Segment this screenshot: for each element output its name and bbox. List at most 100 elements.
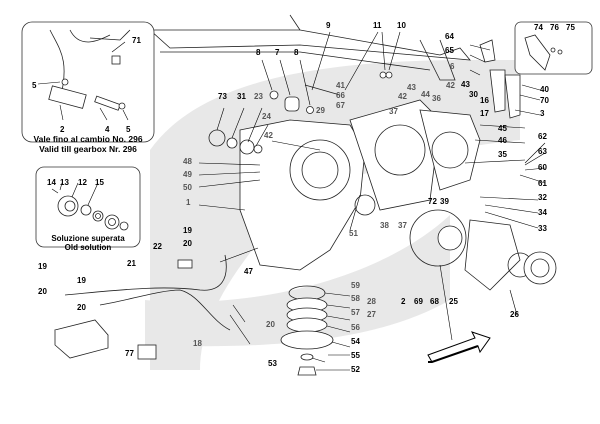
old-solution-caption-it: Soluzione superata xyxy=(51,234,125,243)
callout-10: 10 xyxy=(397,21,406,30)
callout-45: 45 xyxy=(498,124,507,133)
callout-20: 20 xyxy=(183,239,192,248)
callout-13: 13 xyxy=(60,178,69,187)
callout-16: 16 xyxy=(480,96,489,105)
callout-64: 64 xyxy=(445,32,454,41)
callout-18: 18 xyxy=(193,339,202,348)
callout-47: 47 xyxy=(244,267,253,276)
callout-42: 42 xyxy=(264,131,273,140)
front-seals xyxy=(208,129,263,155)
callout-2: 2 xyxy=(60,125,65,134)
callout-56: 56 xyxy=(351,323,360,332)
callout-54: 54 xyxy=(351,337,360,346)
callout-44: 44 xyxy=(421,90,430,99)
callout-9: 9 xyxy=(326,21,331,30)
callout-55: 55 xyxy=(351,351,360,360)
callout-11: 11 xyxy=(373,21,382,30)
callout-49: 49 xyxy=(183,170,192,179)
callout-24: 24 xyxy=(262,112,271,121)
arrow-icon xyxy=(427,331,491,363)
callout-52: 52 xyxy=(351,365,360,374)
old-solution-caption-en: Old solution xyxy=(65,243,112,252)
callout-5b: 5 xyxy=(126,125,131,134)
callout-6: 6 xyxy=(450,62,455,71)
callout-73: 73 xyxy=(218,92,227,101)
bushing xyxy=(269,71,393,114)
callout-40: 40 xyxy=(540,85,549,94)
inset-caption-en: Valid till gearbox Nr. 296 xyxy=(39,144,137,154)
callout-72: 72 xyxy=(428,197,437,206)
callout-21: 21 xyxy=(127,259,136,268)
callout-68: 68 xyxy=(430,297,439,306)
inset-caption-it: Vale fino al cambio No. 296 xyxy=(33,134,142,144)
leader-lines xyxy=(198,31,546,371)
callout-25: 25 xyxy=(449,297,458,306)
callout-77: 77 xyxy=(125,349,134,358)
clutch-assembly xyxy=(409,209,557,291)
callout-61: 61 xyxy=(538,179,547,188)
callout-14: 14 xyxy=(47,178,56,187)
inset-top-left: 71 5 2 4 5 Vale fino al cambio No. 296 V… xyxy=(21,21,155,154)
callout-34: 34 xyxy=(538,208,547,217)
callout-50: 50 xyxy=(183,183,192,192)
callout-5: 5 xyxy=(32,81,37,90)
callout-7: 7 xyxy=(275,48,280,57)
callout-37: 37 xyxy=(389,107,398,116)
callout-76: 76 xyxy=(550,23,559,32)
callout-70: 70 xyxy=(540,96,549,105)
callout-41: 41 xyxy=(336,81,345,90)
callout-58: 58 xyxy=(351,294,360,303)
callout-66: 66 xyxy=(336,91,345,100)
callout-67: 67 xyxy=(336,101,345,110)
callout-17: 17 xyxy=(480,109,489,118)
gearbox-housing xyxy=(239,99,481,271)
callout-37b: 37 xyxy=(398,221,407,230)
background-band-lower xyxy=(145,215,450,347)
callout-15: 15 xyxy=(95,178,104,187)
callout-30: 30 xyxy=(469,90,478,99)
callout-33: 33 xyxy=(538,224,547,233)
callouts: 9 11 10 8 7 8 73 31 23 24 42 41 66 67 29… xyxy=(38,21,549,374)
callout-31: 31 xyxy=(237,92,246,101)
callout-69: 69 xyxy=(414,297,423,306)
callout-29: 29 xyxy=(316,106,325,115)
callout-75: 75 xyxy=(566,23,575,32)
callout-48: 48 xyxy=(183,157,192,166)
callout-42c: 42 xyxy=(446,81,455,90)
callout-63: 63 xyxy=(538,147,547,156)
callout-12: 12 xyxy=(78,178,87,187)
callout-3: 3 xyxy=(540,109,545,118)
callout-60: 60 xyxy=(538,163,547,172)
callout-42b: 42 xyxy=(398,92,407,101)
callout-57: 57 xyxy=(351,308,360,317)
callout-32: 32 xyxy=(538,193,547,202)
callout-20d: 20 xyxy=(266,320,275,329)
callout-22: 22 xyxy=(153,242,162,251)
callout-71: 71 xyxy=(132,36,141,45)
callout-20b: 20 xyxy=(38,287,47,296)
subframe xyxy=(148,14,471,81)
callout-43: 43 xyxy=(407,83,416,92)
callout-43b: 43 xyxy=(461,80,470,89)
callout-8b: 8 xyxy=(294,48,299,57)
callout-46: 46 xyxy=(498,136,507,145)
callout-19b: 19 xyxy=(38,262,47,271)
callout-62: 62 xyxy=(538,132,547,141)
callout-1: 1 xyxy=(186,198,191,207)
callout-28: 28 xyxy=(367,297,376,306)
oil-filter-assembly xyxy=(280,285,334,376)
callout-74: 74 xyxy=(534,23,543,32)
callout-51: 51 xyxy=(349,229,358,238)
callout-35: 35 xyxy=(498,150,507,159)
callout-39: 39 xyxy=(440,197,449,206)
callout-53: 53 xyxy=(268,359,277,368)
callout-23: 23 xyxy=(254,92,263,101)
bracket-assembly xyxy=(479,39,521,119)
callout-19c: 19 xyxy=(77,276,86,285)
callout-59: 59 xyxy=(351,281,360,290)
callout-26: 26 xyxy=(510,310,519,319)
callout-8: 8 xyxy=(256,48,261,57)
inset-top-right: 74 76 75 xyxy=(514,21,593,75)
